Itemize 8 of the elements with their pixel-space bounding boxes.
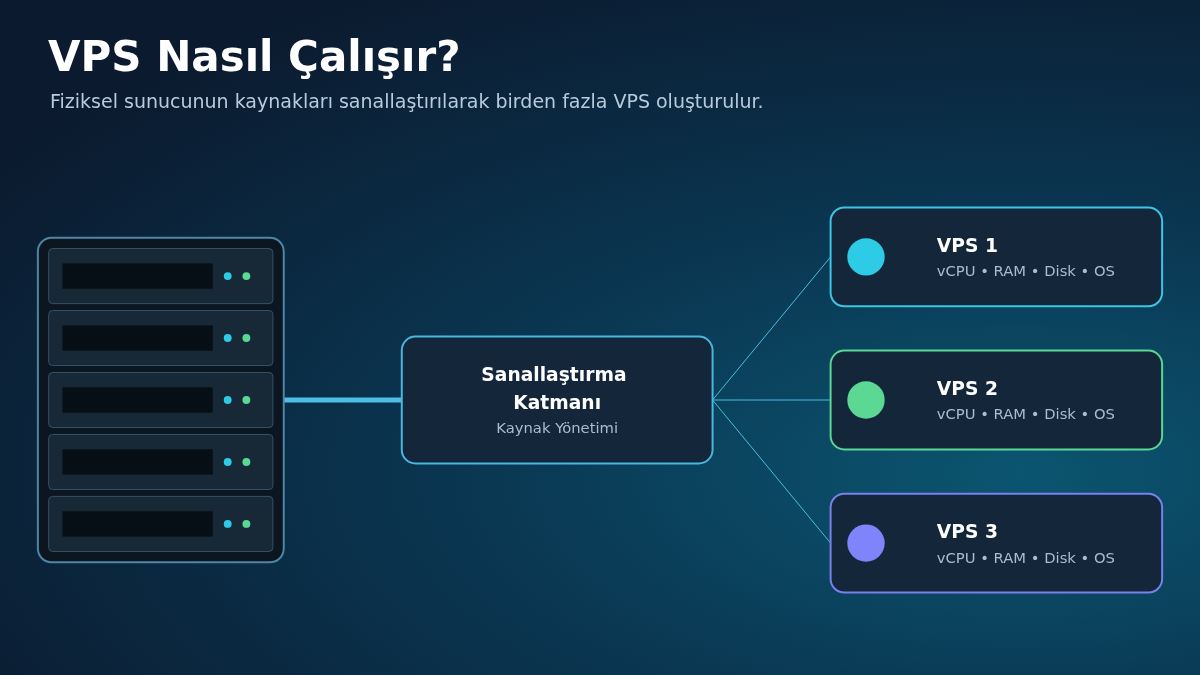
connector-line [283,397,402,403]
vps-box: VPS 2 vCPU • RAM • Disk • OS [829,349,1164,451]
process-box: Sanallaştırma Katmanı Kaynak Yönetimi [400,335,714,465]
server-rack-drawing [36,236,285,564]
subtitle: Fiziksel sunucunun kaynakları sanallaştırılarak birden fazla VPS oluşturulur. [50,90,764,112]
vps-box: VPS 1 vCPU • RAM • Disk • OS [829,206,1164,308]
vps-box: VPS 3 vCPU • RAM • Disk • OS [829,492,1164,594]
title: VPS Nasıl Çalışır? [48,32,461,81]
